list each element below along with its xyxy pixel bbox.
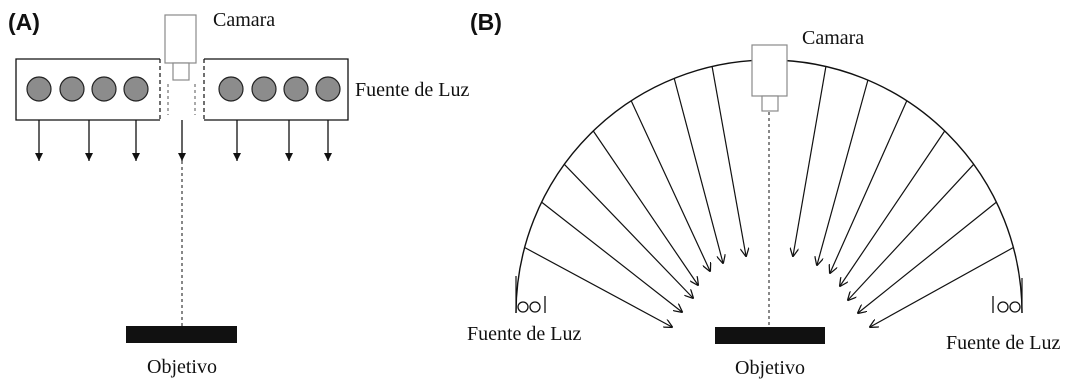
base-lamp [1009,301,1021,313]
light-box-right-outline [204,58,349,121]
panel-b-camera: Camara [751,27,864,112]
lamp [26,76,52,102]
lamp [123,76,149,102]
light-ray [711,66,746,257]
panel-a-target [126,326,237,343]
panel-a-camera: Camara [164,9,275,115]
panel-b-light-label-left: Fuente de Luz [467,323,582,345]
light-ray [524,246,672,328]
light-ray [830,100,908,273]
light-ray [793,66,827,257]
panel-a-letter: (A) [8,9,40,35]
camera-lens [761,95,779,112]
panel-b-camera-label: Camara [802,27,864,49]
base-lamp [997,301,1009,313]
light-ray [817,79,869,265]
light-ray [673,78,723,263]
light-ray [870,246,1014,328]
base-lamp [517,301,529,313]
lamp [315,76,341,102]
light-ray [630,100,710,271]
panel-a-light-arrows [35,120,332,161]
light-ray [840,130,946,286]
base-lamp [529,301,541,313]
panel-b-target [715,327,825,344]
lamp [59,76,85,102]
light-ray [541,201,682,312]
panel-a-light-label: Fuente de Luz [355,79,470,101]
light-ray [858,201,997,313]
panel-b: (B) Camara Objetivo Fuente de Luz [467,9,1061,379]
camera-body [751,44,788,97]
lamp [283,76,309,102]
lamp-group [26,76,341,102]
panel-a: (A) Camara Fuente de Luz [8,9,470,378]
panel-b-light-label-right: Fuente de Luz [946,332,1061,354]
panel-b-target-label: Objetivo [735,357,805,379]
light-ray [563,163,693,298]
light-box-left-outline [15,58,160,121]
light-ray [592,130,698,285]
camera-body [164,14,197,64]
lamp [251,76,277,102]
lamp [218,76,244,102]
panel-b-base-light-left [517,296,546,313]
lamp [91,76,117,102]
camera-lens [172,62,190,81]
panel-a-light-box [15,58,349,121]
panel-b-light-rays [524,66,1014,328]
panel-a-camera-label: Camara [213,9,275,31]
panel-b-letter: (B) [470,9,502,35]
panel-a-target-label: Objetivo [147,356,217,378]
panel-b-base-light-right [992,296,1021,313]
light-ray [848,163,975,300]
